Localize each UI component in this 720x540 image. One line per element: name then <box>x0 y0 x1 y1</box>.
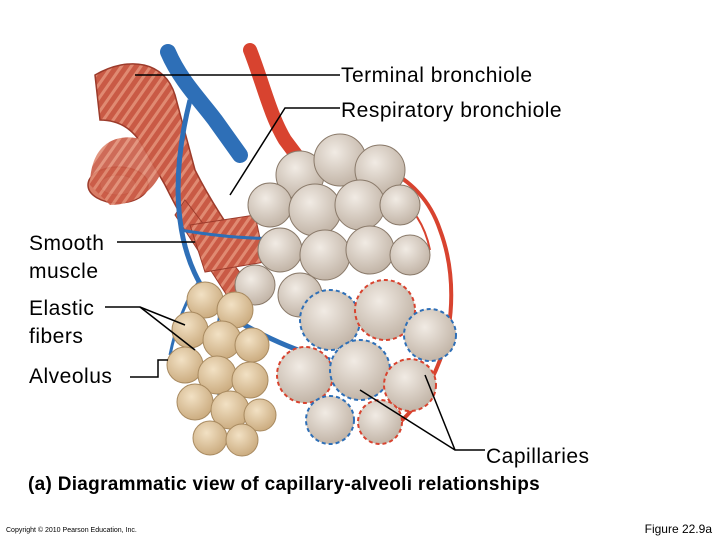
label-terminal-bronchiole: Terminal bronchiole <box>341 64 533 87</box>
label-elastic-fibers-line2: fibers <box>29 325 84 348</box>
alveolar-sac <box>166 281 277 457</box>
figure-caption: (a) Diagrammatic view of capillary-alveo… <box>28 474 541 495</box>
leader-respiratory-bronchiole <box>229 107 340 196</box>
label-respiratory-bronchiole: Respiratory bronchiole <box>341 99 563 122</box>
label-smooth-muscle-line2: muscle <box>29 260 99 283</box>
leader-lines <box>105 74 485 451</box>
copyright-notice: Copyright © 2010 Pearson Education, Inc. <box>6 527 137 534</box>
bracket-alveolus <box>130 359 168 378</box>
figure-number: Figure 22.9a <box>644 522 712 536</box>
leader-capillaries-2 <box>424 374 456 451</box>
label-alveolus: Alveolus <box>29 365 113 388</box>
leader-elastic-fibers-2 <box>139 306 196 351</box>
respiratory-bronchiole-alveoli <box>234 133 431 318</box>
label-elastic-fibers-line1: Elastic <box>29 297 95 320</box>
capillary-network <box>276 279 457 445</box>
label-smooth-muscle-line1: Smooth <box>29 232 105 255</box>
label-capillaries: Capillaries <box>486 445 590 468</box>
leader-elastic-fibers <box>105 306 186 326</box>
